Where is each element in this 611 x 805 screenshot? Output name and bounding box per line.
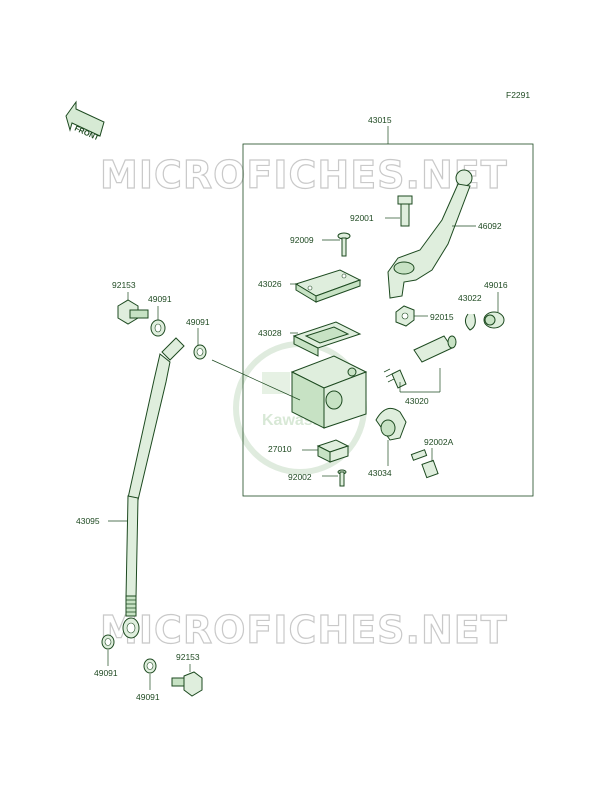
part-43022-clip <box>464 313 476 331</box>
part-46092-lever <box>387 169 473 299</box>
label-49091-bottom-mid: 49091 <box>136 692 160 702</box>
part-43034-clamp <box>375 407 407 441</box>
label-49091-bottom-left: 49091 <box>94 668 118 678</box>
figure-code: F2291 <box>506 90 530 100</box>
label-92009: 92009 <box>290 235 314 245</box>
part-49091-top-left-washer <box>150 319 166 337</box>
watermark-bottom: MICROFICHES.NET <box>100 608 508 652</box>
label-92153-bottom: 92153 <box>176 652 200 662</box>
label-43026: 43026 <box>258 279 282 289</box>
part-49016-boot <box>483 311 505 329</box>
front-arrow-icon: FRONT <box>65 100 105 143</box>
part-43020-piston-kit <box>383 335 457 389</box>
part-27010-switch <box>316 439 350 463</box>
part-43095-brake-hose <box>122 337 185 639</box>
label-92015: 92015 <box>430 312 454 322</box>
label-46092: 46092 <box>478 221 502 231</box>
label-92002A: 92002A <box>424 437 454 447</box>
label-43022: 43022 <box>458 293 482 303</box>
part-49091-bottom-mid-washer <box>143 658 157 674</box>
part-43028-diaphragm <box>292 321 362 357</box>
label-43028: 43028 <box>258 328 282 338</box>
part-92015-nut <box>395 305 415 327</box>
label-49091-top-right: 49091 <box>186 317 210 327</box>
label-92153-top: 92153 <box>112 280 136 290</box>
part-92002-screw <box>337 469 347 487</box>
label-43020: 43020 <box>405 396 429 406</box>
label-43034: 43034 <box>368 468 392 478</box>
part-92153-bottom-bolt <box>171 671 203 697</box>
part-92002A-bolt <box>410 449 439 479</box>
part-49091-bottom-left-washer <box>101 634 115 650</box>
watermark-top: MICROFICHES.NET <box>100 153 508 197</box>
label-92001: 92001 <box>350 213 374 223</box>
part-49091-top-right-washer <box>193 344 207 360</box>
label-92002: 92002 <box>288 472 312 482</box>
part-92153-top-bolt <box>117 299 149 325</box>
label-43095: 43095 <box>76 516 100 526</box>
label-27010: 27010 <box>268 444 292 454</box>
part-master-cylinder-body <box>290 355 368 429</box>
label-49016: 49016 <box>484 280 508 290</box>
label-43015: 43015 <box>368 115 392 125</box>
part-92001-bolt <box>397 195 413 227</box>
label-49091-top-left: 49091 <box>148 294 172 304</box>
part-43026-cap <box>294 269 362 303</box>
part-92009-screw <box>337 232 351 257</box>
